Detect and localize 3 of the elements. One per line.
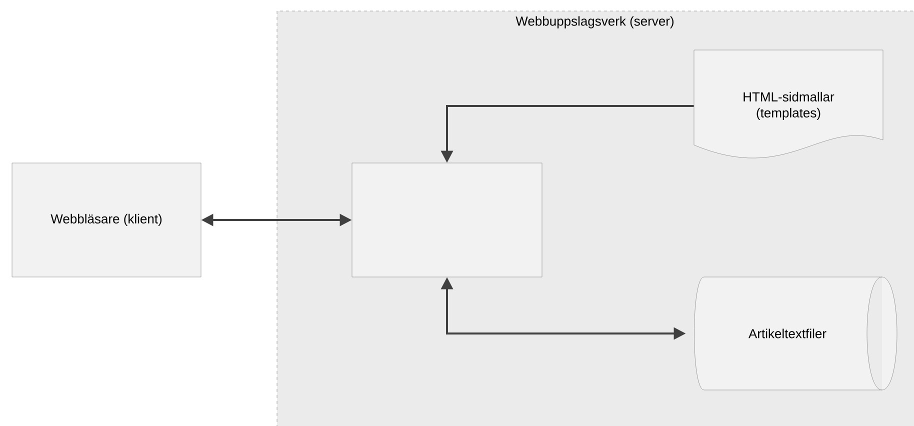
storage-cylinder: Artikeltextfiler	[694, 276, 898, 390]
process-box: Webbläsare (klient)	[12, 162, 202, 278]
process-box	[352, 162, 542, 278]
